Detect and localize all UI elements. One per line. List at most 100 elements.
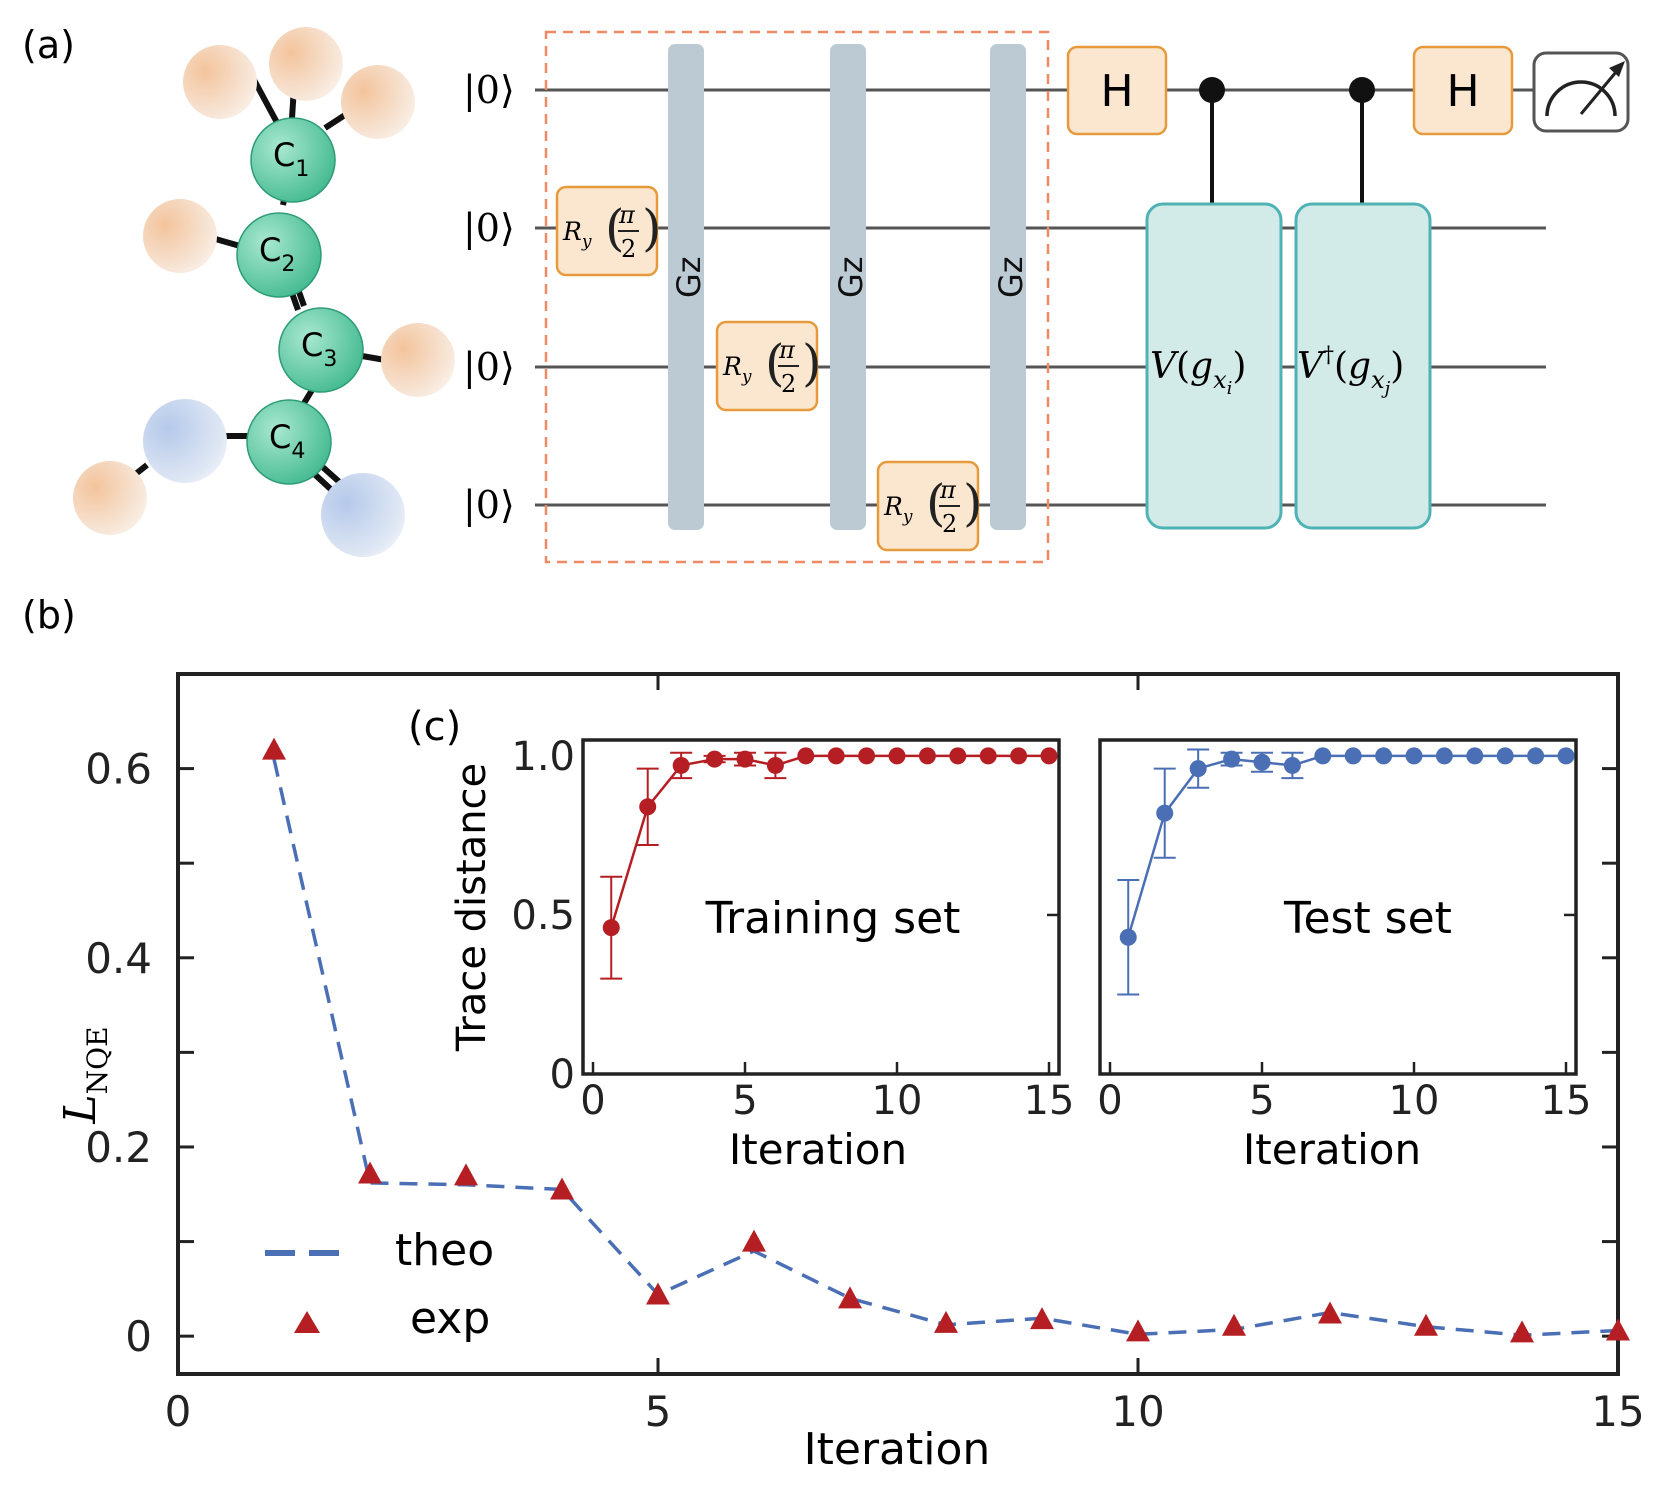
data-point: [1557, 747, 1575, 765]
svg-text:Ry: Ry: [562, 217, 592, 252]
inset-test-frame: [1098, 738, 1578, 1076]
legend-exp-swatch: [294, 1311, 320, 1333]
carbon-atom-1: [250, 117, 336, 203]
y-tick-label: 0.5: [511, 893, 575, 939]
v-gate: V(gxi): [1145, 202, 1283, 530]
svg-text:2: 2: [942, 510, 957, 538]
carbon-label-3: C3: [301, 326, 337, 372]
data-point: [766, 756, 784, 774]
control-line-1: [1199, 77, 1225, 204]
svg-text:(: (: [765, 334, 785, 392]
data-point: [1119, 928, 1137, 946]
y-tick-label: 0: [550, 1052, 575, 1098]
svg-text:Gz: Gz: [832, 256, 870, 298]
legend-exp-label: exp: [410, 1293, 490, 1344]
data-point: [918, 747, 936, 765]
exp-point: [1318, 1301, 1342, 1324]
quantum-circuit: |0⟩ |0⟩ |0⟩ |0⟩ Gz Gz Gz Ry ( ) π 2: [463, 30, 1630, 564]
svg-text:Gz: Gz: [992, 256, 1030, 298]
gz-gate-1: Gz: [668, 44, 708, 530]
data-point: [1344, 747, 1362, 765]
molecule-diagram: C1 C2 C3 C4: [73, 27, 455, 557]
x-tick-label: 10: [1389, 1078, 1440, 1124]
hydrogen-atom: [183, 45, 257, 119]
data-point: [979, 747, 997, 765]
main-chart-ticks: [176, 674, 1620, 1374]
svg-text:): ): [642, 199, 662, 257]
qubit-label-2: |0⟩: [463, 206, 515, 250]
carbon-label-4: C4: [269, 418, 305, 464]
inset-training-frame: [581, 738, 1061, 1076]
y-tick-label: 0.4: [85, 934, 152, 983]
svg-text:V(gxi): V(gxi): [1150, 346, 1246, 399]
svg-text:π: π: [618, 201, 636, 229]
data-point: [949, 747, 967, 765]
exp-point: [838, 1286, 862, 1309]
svg-text:2: 2: [781, 370, 796, 398]
inset-training-series: [600, 747, 1058, 980]
exp-point: [742, 1229, 766, 1252]
data-point: [1040, 747, 1058, 765]
x-tick-label: 15: [1591, 1387, 1644, 1436]
data-point: [1010, 747, 1028, 765]
control-line-2: [1349, 77, 1375, 204]
v-dagger-gate: V†(gxj): [1294, 202, 1432, 530]
data-point: [1189, 760, 1207, 778]
main-chart-frame: [176, 672, 1620, 1376]
hadamard-gate-1: H: [1066, 45, 1168, 136]
svg-text:π: π: [778, 336, 796, 364]
data-point: [1466, 747, 1484, 765]
x-tick-label: 10: [872, 1078, 923, 1124]
carbon-atom-3: [278, 307, 364, 393]
y-tick-label: 0.2: [85, 1123, 152, 1172]
svg-text:π: π: [939, 476, 957, 504]
inset-test-xlabel: Iteration: [1243, 1125, 1421, 1174]
carbon-label-1: C1: [273, 136, 309, 182]
data-point: [827, 747, 845, 765]
exp-point: [1030, 1307, 1054, 1330]
x-tick-label: 0: [1097, 1078, 1122, 1124]
ry-gate-3: Ry ( ) π 2: [876, 460, 983, 552]
exp-point: [934, 1310, 958, 1333]
exp-point: [1606, 1318, 1630, 1341]
ry-gate-2: Ry ( ) π 2: [715, 320, 822, 412]
gz-gate-3: Gz: [990, 44, 1030, 530]
qubit-label-4: |0⟩: [463, 483, 515, 527]
hydrogen-atom: [143, 199, 217, 273]
hadamard-gate-2: H: [1412, 45, 1514, 136]
x-tick-label: 5: [645, 1387, 672, 1436]
svg-text:2: 2: [621, 235, 636, 263]
svg-text:Ry: Ry: [722, 352, 752, 387]
data-point: [1405, 747, 1423, 765]
svg-text:V†(gxj): V†(gxj): [1297, 343, 1404, 399]
qubit-label-3: |0⟩: [463, 345, 515, 389]
carbon-atom-2: [236, 212, 322, 298]
oxygen-atom: [321, 473, 405, 557]
data-point: [639, 798, 657, 816]
oxygen-atom: [143, 399, 227, 483]
exp-point: [358, 1161, 382, 1184]
hydrogen-atom: [269, 27, 343, 101]
main-chart-xlabel: Iteration: [804, 1424, 991, 1475]
main-chart-series: [262, 737, 1630, 1343]
svg-text:H: H: [1100, 66, 1133, 117]
data-point: [858, 747, 876, 765]
exp-point: [1414, 1313, 1438, 1336]
inset-test-series: [1117, 747, 1575, 996]
svg-text:Ry: Ry: [883, 492, 913, 527]
carbon-label-2: C2: [259, 231, 295, 277]
inset-ylabel: Trace distance: [449, 763, 495, 1052]
data-point: [1253, 753, 1271, 771]
data-point: [1156, 804, 1174, 822]
inset-training-title: Training set: [705, 893, 961, 944]
x-tick-label: 15: [1024, 1078, 1075, 1124]
y-tick-label: 1.0: [511, 734, 575, 780]
x-tick-label: 15: [1541, 1078, 1592, 1124]
exp-point: [550, 1177, 574, 1200]
exp-point: [1222, 1313, 1246, 1336]
carbon-atom-4: [246, 399, 332, 485]
exp-point: [454, 1163, 478, 1186]
